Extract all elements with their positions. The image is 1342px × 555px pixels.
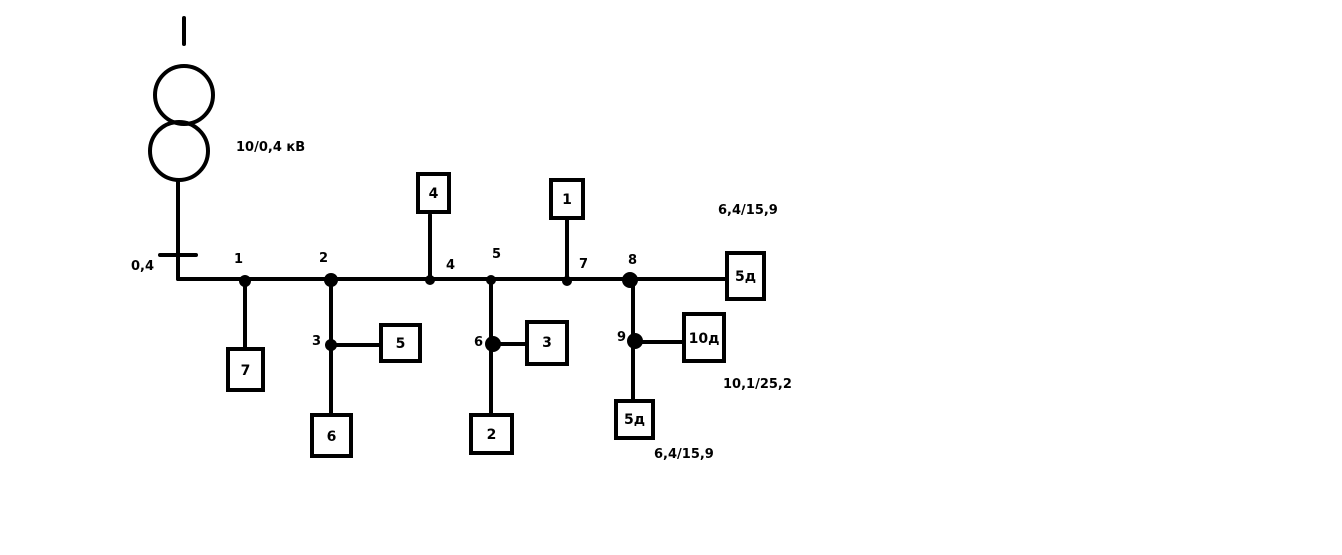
load-box-label: 4 [429, 186, 439, 202]
load-box-label: 6 [327, 429, 337, 445]
junction-node-5 [486, 275, 496, 285]
node-label-6: 6 [474, 335, 483, 350]
node-label-5: 5 [492, 247, 501, 262]
load-box-label: 5д [624, 412, 645, 428]
load-boxes: 4 1 5д 7 5 6 3 2 [226, 172, 766, 458]
node-label-7: 7 [579, 257, 588, 272]
node-label-2: 2 [319, 251, 328, 266]
transformer-rating-label: 10/0,4 кВ [236, 140, 305, 155]
load-box: 3 [525, 320, 569, 366]
transformer-secondary-winding [148, 120, 210, 182]
node-label-3: 3 [312, 334, 321, 349]
annotation-top: 6,4/15,9 [718, 203, 778, 218]
node-label-8: 8 [628, 253, 637, 268]
load-box-label: 5 [396, 336, 406, 352]
transformer [148, 16, 215, 182]
junction-node-3 [325, 339, 337, 351]
annotation-bottom: 6,4/15,9 [654, 447, 714, 462]
node-label-1: 1 [234, 252, 243, 267]
junction-node-9 [627, 333, 643, 349]
junction-nodes [239, 272, 643, 352]
load-box-label: 7 [241, 363, 251, 379]
transformer-primary-winding [153, 64, 215, 126]
load-box: 2 [469, 413, 514, 455]
load-box-label: 10д [689, 331, 720, 347]
load-box: 4 [416, 172, 451, 214]
load-box: 5д [614, 399, 655, 440]
junction-node-4 [425, 275, 435, 285]
node-label-9: 9 [617, 330, 626, 345]
junction-node-7 [562, 276, 572, 286]
load-box-label: 2 [487, 427, 497, 443]
load-box-label: 5д [735, 269, 756, 285]
load-box: 1 [549, 178, 585, 220]
junction-node-1 [239, 275, 251, 287]
node-label-4: 4 [446, 258, 455, 273]
bus-voltage-label: 0,4 [131, 259, 154, 274]
load-box: 7 [226, 347, 265, 392]
load-box: 5 [379, 323, 422, 363]
junction-node-6 [485, 336, 501, 352]
node-labels: 0,4 1 2 3 4 5 6 7 8 9 [131, 247, 637, 350]
annotations: 6,4/15,9 10,1/25,2 6,4/15,9 [654, 203, 792, 462]
load-box-label: 1 [562, 192, 572, 208]
load-box: 10д [682, 312, 726, 363]
load-box: 5д [725, 251, 766, 301]
load-box-label: 3 [542, 335, 552, 351]
load-box: 6 [310, 413, 353, 458]
annotation-middle: 10,1/25,2 [723, 377, 792, 392]
junction-node-8 [622, 272, 638, 288]
junction-node-2 [324, 273, 338, 287]
